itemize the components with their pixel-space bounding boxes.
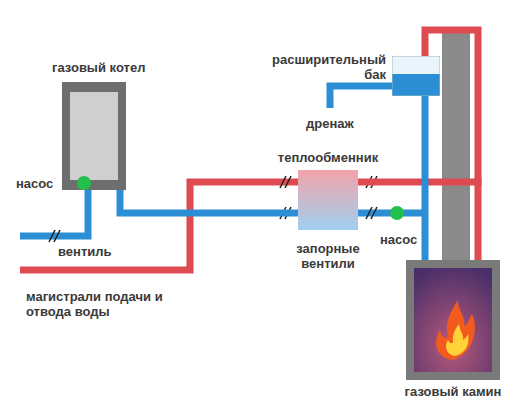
- pipe-connector: [358, 182, 478, 260]
- tank-node: расширительный бак: [392, 56, 440, 96]
- node-heading: газовый камин: [401, 384, 505, 399]
- exchanger-shape: [298, 170, 358, 230]
- fireplace-node: газовый камин: [406, 260, 500, 380]
- part-label: магистрали подачи и отвода воды: [26, 289, 176, 319]
- boiler-node: газовый котел: [62, 82, 126, 190]
- return-pipe: [20, 188, 88, 236]
- tank-shape: [392, 56, 440, 96]
- part-label: дренаж: [306, 116, 354, 131]
- node-heading: теплообменник: [268, 150, 388, 165]
- part-label: насос: [16, 176, 53, 191]
- part-label: запорные вентили: [280, 241, 376, 271]
- supply-pipe: [20, 182, 298, 270]
- part-label: насос: [380, 232, 417, 247]
- node-heading: расширительный бак: [258, 52, 386, 82]
- drain-pipe: [330, 86, 392, 108]
- pipe-connector: [422, 96, 429, 260]
- pump-symbol: [390, 206, 404, 220]
- exchanger-node: теплообменник: [298, 170, 358, 230]
- fireplace-shape: [406, 260, 500, 380]
- supply-pipe: [425, 30, 478, 186]
- part-label: вентиль: [58, 244, 112, 259]
- boiler-shape: [62, 82, 126, 190]
- pipe-connector: [120, 190, 298, 213]
- chimney: [442, 30, 470, 262]
- node-heading: газовый котел: [52, 60, 142, 75]
